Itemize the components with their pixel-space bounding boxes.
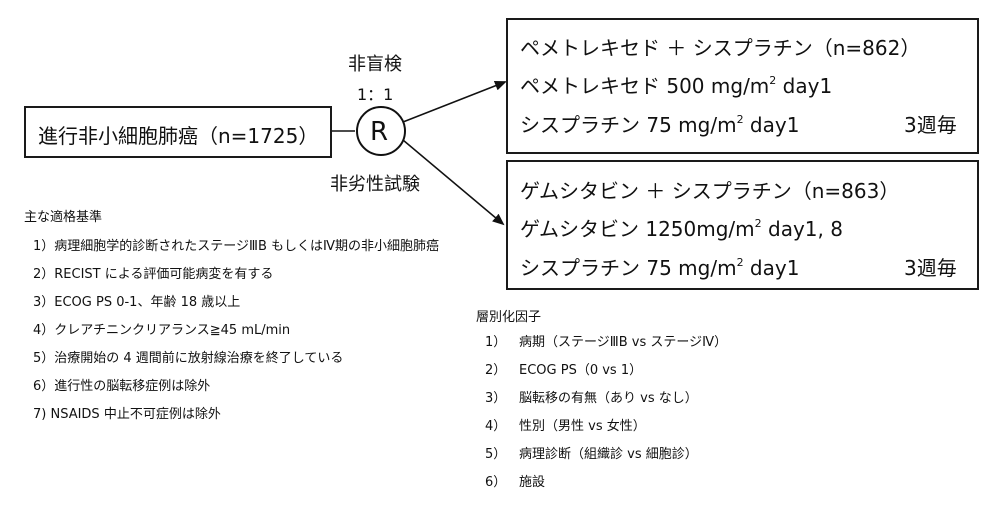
arm1-drug1-dose: 500 mg/m <box>666 74 770 98</box>
arm2-box: ゲムシタビン ＋ シスプラチン（n=863） ゲムシタビン 1250mg/m2 … <box>506 160 979 290</box>
arm1-drug2-exp: 2 <box>736 113 744 126</box>
arm2-drug2-name: シスプラチン <box>520 256 640 280</box>
arm1-drug1-day: day1 <box>776 74 833 98</box>
eligibility-item: 5）治療開始の 4 週間前に放射線治療を終了している <box>33 351 344 366</box>
arm1-drug1: ペメトレキセド 500 mg/m2 day1 <box>520 70 832 99</box>
stratification-text: 施設 <box>519 475 546 490</box>
arm2-drug1-day: day1, 8 <box>761 217 843 241</box>
arm1-drug1-exp: 2 <box>769 74 777 87</box>
stratification-num: 2） <box>485 363 507 378</box>
arm2-title: ゲムシタビン ＋ シスプラチン（n=863） <box>520 179 900 203</box>
arm1-drug2-name: シスプラチン <box>520 113 640 137</box>
arm2-drug2-day: day1 <box>743 256 800 280</box>
arm2-drug2-exp: 2 <box>736 256 744 269</box>
stratification-text: 病期（ステージⅢB vs ステージⅣ） <box>519 335 728 350</box>
arrow-to-arm1 <box>402 80 507 123</box>
randomization-symbol: R <box>370 117 389 147</box>
stratification-num: 4） <box>485 419 507 434</box>
stratification-text: 病理診断（組織診 vs 細胞診） <box>519 447 698 462</box>
trial-type-label: 非劣性試験 <box>330 174 420 195</box>
stratification-text: ECOG PS（0 vs 1） <box>519 363 643 378</box>
arm1-drug1-name: ペメトレキセド <box>520 74 660 98</box>
arrow-to-arm2 <box>402 139 505 226</box>
arm1-title: ペメトレキセド ＋ シスプラチン（n=862） <box>520 36 921 60</box>
eligibility-item: 2）RECIST による評価可能病変を有する <box>33 267 274 282</box>
eligibility-item: 4）クレアチニンクリアランス≧45 mL/min <box>33 323 291 338</box>
stratification-num: 6） <box>485 475 507 490</box>
arm1-box: ペメトレキセド ＋ シスプラチン（n=862） ペメトレキセド 500 mg/m… <box>506 18 979 154</box>
arm2-drug1-exp: 2 <box>754 217 762 230</box>
stratification-num: 1） <box>485 335 507 350</box>
arm1-drug2-dose: 75 mg/m <box>646 113 737 137</box>
stratification-heading: 層別化因子 <box>476 310 542 325</box>
eligibility-item: 1）病理細胞学的診断されたステージⅢB もしくはⅣ期の非小細胞肺癌 <box>33 239 440 254</box>
arm1-schedule: 3週毎 <box>904 113 957 137</box>
arm2-drug1-dose: 1250mg/m <box>645 217 755 241</box>
arm2-drug2-dose: 75 mg/m <box>646 256 737 280</box>
randomization-circle <box>356 106 406 156</box>
ratio-label: 1：1 <box>357 85 394 104</box>
arm1-drug2: シスプラチン 75 mg/m2 day1 <box>520 109 799 138</box>
population-box: 進行非小細胞肺癌（n=1725） <box>24 106 332 158</box>
eligibility-item: 7) NSAIDS 中止不可症例は除外 <box>33 407 221 422</box>
arm2-drug2: シスプラチン 75 mg/m2 day1 <box>520 252 799 281</box>
arm2-drug1: ゲムシタビン 1250mg/m2 day1, 8 <box>520 213 843 242</box>
eligibility-item: 3）ECOG PS 0-1、年齢 18 歳以上 <box>33 295 241 310</box>
eligibility-heading: 主な適格基準 <box>24 210 103 225</box>
stratification-text: 性別（男性 vs 女性） <box>519 419 646 434</box>
stratification-text: 脳転移の有無（あり vs なし） <box>519 391 698 406</box>
eligibility-item: 6）進行性の脳転移症例は除外 <box>33 379 211 394</box>
design-label: 非盲検 <box>348 54 402 75</box>
arm2-schedule: 3週毎 <box>904 256 957 280</box>
population-label: 進行非小細胞肺癌（n=1725） <box>38 124 319 148</box>
stratification-num: 3） <box>485 391 507 406</box>
stratification-num: 5） <box>485 447 507 462</box>
arm1-drug2-day: day1 <box>743 113 800 137</box>
arm2-drug1-name: ゲムシタビン <box>520 217 639 241</box>
